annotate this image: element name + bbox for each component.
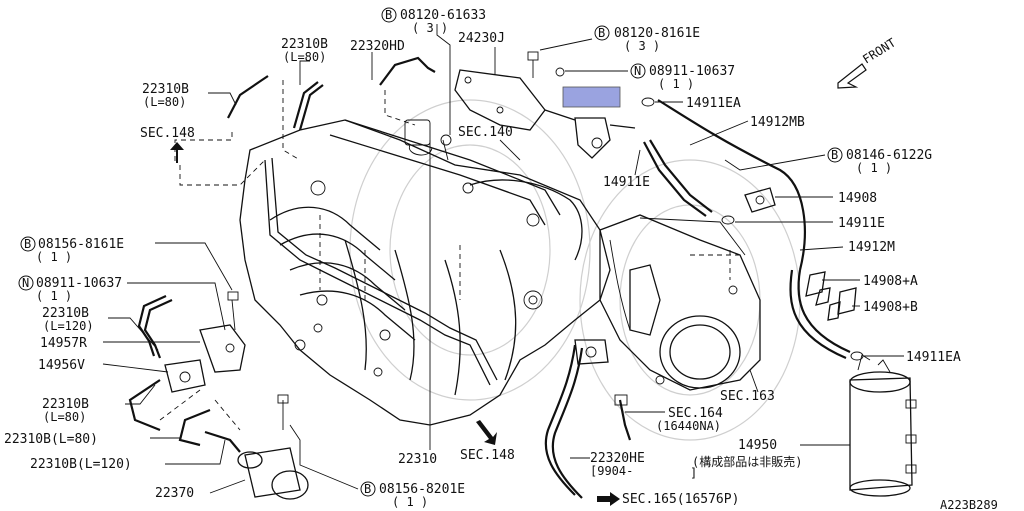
label-14911e-right: 14911E	[838, 216, 885, 231]
svg-text:N: N	[634, 64, 641, 78]
front-label: FRONT	[860, 36, 898, 67]
bolt-circle-icon	[20, 236, 36, 252]
label-14908a: 14908+A	[863, 274, 918, 289]
svg-text:(L=80): (L=80)	[43, 410, 86, 424]
label-14912mb: 14912MB	[750, 115, 805, 130]
svg-text:B: B	[385, 8, 392, 22]
evap-components	[128, 51, 917, 500]
bolt-08120-61633-callout: B 08120-61633 ( 3 )	[381, 7, 486, 35]
label-14950-note: (構成部品は非販売)	[692, 454, 802, 469]
svg-text:B: B	[24, 237, 31, 251]
sec148-top-arrow	[170, 142, 184, 163]
label-sec140: SEC.140	[458, 125, 513, 140]
label-sec165: SEC.165(16576P)	[622, 492, 739, 507]
svg-text:B: B	[598, 26, 605, 40]
sec165-arrow	[597, 492, 620, 506]
nut-08911-10637-top-callout: N 08911-10637 ( 1 )	[630, 63, 735, 91]
label-24230j: 24230J	[458, 31, 505, 46]
bolt-08156-8161e-callout: B 08156-8161E ( 1 )	[20, 236, 124, 264]
diagram-code: A223B289	[940, 498, 998, 511]
label-22310b-left: 22310B	[142, 82, 189, 97]
dashed-reference-lines	[159, 80, 740, 431]
label-sec148-top: SEC.148	[140, 126, 195, 141]
svg-text:( 1 ): ( 1 )	[392, 495, 428, 509]
svg-text:(L=80): (L=80)	[143, 95, 186, 109]
label-14950: 14950	[738, 438, 777, 453]
label-sec163: SEC.163	[720, 389, 775, 404]
bolt-circle-icon	[594, 25, 610, 41]
bolt-08156-8201e-callout: B 08156-8201E ( 1 )	[360, 481, 465, 509]
label-08120-61633: 08120-61633	[400, 8, 486, 23]
label-14957r: 14957R	[40, 336, 87, 351]
bolt-circle-icon	[381, 7, 397, 23]
bolt-circle-icon	[360, 481, 376, 497]
label-08146-6122g: 08146-6122G	[846, 148, 932, 163]
label-22310: 22310	[398, 452, 437, 467]
nut-circle-icon	[630, 63, 646, 79]
svg-text:(L=80): (L=80)	[283, 50, 326, 64]
label-22310b-l120: 22310B	[42, 306, 89, 321]
bolt-circle-icon	[827, 147, 843, 163]
label-08156-8201e: 08156-8201E	[379, 482, 465, 497]
label-14911e-mid: 14911E	[603, 175, 650, 190]
svg-text:(L=120): (L=120)	[43, 319, 94, 333]
svg-text:( 1 ): ( 1 )	[36, 289, 72, 303]
svg-text:B: B	[364, 482, 371, 496]
svg-text:( 1 ): ( 1 )	[856, 161, 892, 175]
svg-text:]: ]	[690, 466, 697, 480]
svg-text:[9904-: [9904-	[590, 464, 633, 478]
sec148-bottom-arrow	[476, 420, 497, 445]
direction-arrows	[170, 63, 867, 506]
nut-circle-icon	[18, 275, 34, 291]
label-08911-10637-top: 08911-10637	[649, 64, 735, 79]
label-sec148-bottom: SEC.148	[460, 448, 515, 463]
label-22310b-l120-inline: 22310B(L=120)	[30, 457, 132, 472]
svg-text:( 1 ): ( 1 )	[36, 250, 72, 264]
svg-text:( 3 ): ( 3 )	[624, 39, 660, 53]
intake-manifold-drawing	[239, 69, 611, 426]
highlighted-part-marker	[562, 86, 621, 108]
svg-text:( 3 ): ( 3 )	[412, 21, 448, 35]
front-arrow	[837, 63, 867, 89]
label-22310b-l80-bottom: 22310B	[42, 397, 89, 412]
label-14911ea-top: 14911EA	[686, 96, 741, 111]
label-14911ea-right: 14911EA	[906, 350, 961, 365]
label-22320he: 22320HE	[590, 451, 645, 466]
label-leaders	[102, 24, 904, 494]
label-08120-8161e: 08120-8161E	[614, 26, 700, 41]
svg-text:B: B	[831, 148, 838, 162]
label-14956v: 14956V	[38, 358, 85, 373]
bolt-08120-8161e-callout: B 08120-8161E ( 3 )	[594, 25, 700, 53]
label-08156-8161e: 08156-8161E	[38, 237, 124, 252]
label-22310b-top: 22310B	[281, 37, 328, 52]
label-22320hd: 22320HD	[350, 39, 405, 54]
svg-text:( 1 ): ( 1 )	[658, 77, 694, 91]
svg-text:N: N	[22, 276, 29, 290]
label-14908: 14908	[838, 191, 877, 206]
label-14912m: 14912M	[848, 240, 895, 255]
label-22310b-l80-inline: 22310B(L=80)	[4, 432, 98, 447]
label-08911-10637-left: 08911-10637	[36, 276, 122, 291]
svg-text:(16440NA): (16440NA)	[656, 419, 721, 433]
label-14908b: 14908+B	[863, 300, 918, 315]
throttle-body-drawing	[599, 214, 761, 391]
bolt-08146-6122g-callout: B 08146-6122G ( 1 )	[827, 147, 932, 175]
label-sec164: SEC.164	[668, 406, 723, 421]
label-22370: 22370	[155, 486, 194, 501]
nut-08911-10637-left-callout: N 08911-10637 ( 1 )	[18, 275, 122, 303]
